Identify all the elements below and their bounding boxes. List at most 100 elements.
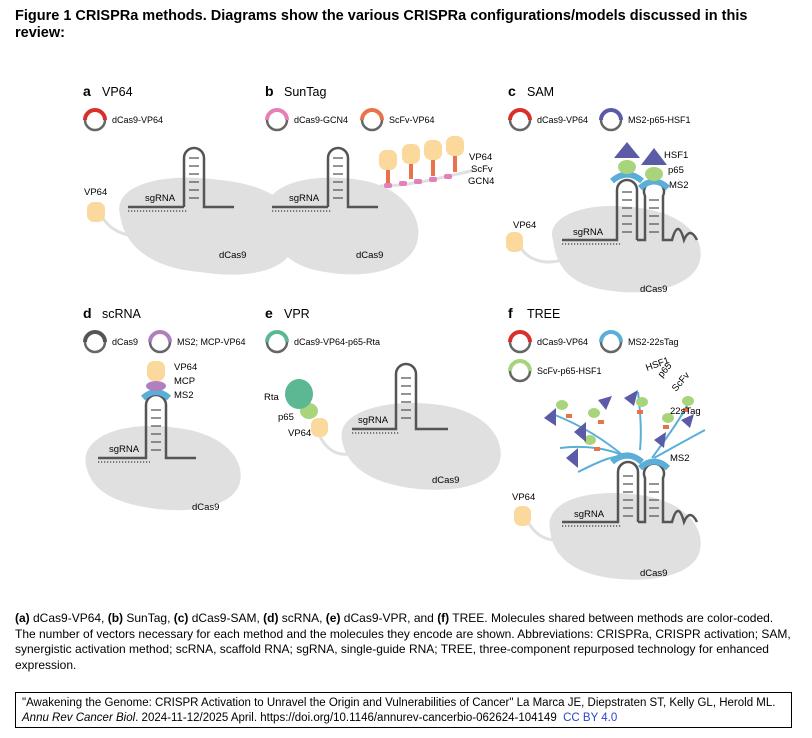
mcp-label: MCP xyxy=(174,376,195,387)
panel-c: c SAM dCas9-VP64 MS2-p65-HSF1 VP64 xyxy=(506,83,701,295)
dcas9-protein xyxy=(267,177,419,275)
caption-tag-c: (c) xyxy=(173,611,189,625)
p65-label: p65 xyxy=(278,412,294,423)
hsf1-label: HSF1 xyxy=(664,150,688,161)
linker xyxy=(525,519,571,542)
scfv-label: ScFv xyxy=(670,370,692,394)
panel-letter: f xyxy=(508,305,513,321)
gcn4-repeats xyxy=(384,174,452,188)
p65-label: p65 xyxy=(668,165,684,176)
dcas9-protein xyxy=(549,493,701,580)
vp64-label: VP64 xyxy=(288,428,311,439)
dcas9-label: dCas9 xyxy=(640,284,667,295)
legend-label: dCas9-VP64-p65-Rta xyxy=(294,337,380,347)
sgrna xyxy=(562,460,699,527)
caption-tag-e: (e) xyxy=(325,611,341,625)
dcas9-protein xyxy=(552,205,701,293)
rta-label: Rta xyxy=(264,392,280,403)
ms2-loop xyxy=(610,452,644,465)
panel-a: a VP64 dCas9-VP64 VP64 sgRNA dCas9 xyxy=(83,83,297,275)
legend-label: MS2-p65-HSF1 xyxy=(628,115,691,125)
caption-text: dCas9-VPR, and xyxy=(340,611,438,625)
caption-text: TREE. Molecules shared between methods a… xyxy=(15,611,791,672)
vp64-label: VP64 xyxy=(513,220,536,231)
citation-box: "Awakening the Genome: CRISPR Activation… xyxy=(15,692,792,728)
linker xyxy=(99,214,157,238)
dcas9-label: dCas9 xyxy=(219,250,246,261)
caption-text: scRNA, xyxy=(278,611,326,625)
vector-icon xyxy=(508,330,532,354)
panel-title: SAM xyxy=(527,85,554,99)
figure-caption: (a) dCas9-VP64, (b) SunTag, (c) dCas9-SA… xyxy=(15,611,795,673)
panel-b: b SunTag dCas9-GCN4 ScFv-VP64 VP64 ScFv … xyxy=(265,83,494,275)
vector-icon xyxy=(360,108,384,132)
caption-tag-b: (b) xyxy=(107,611,124,625)
doi-link[interactable]: https://doi.org/10.1146/annurev-cancerbi… xyxy=(260,712,557,724)
vector-icon xyxy=(508,359,532,383)
license-link[interactable]: CC BY 4.0 xyxy=(563,712,618,724)
caption-text: SunTag, xyxy=(123,611,174,625)
ms2-label: MS2 xyxy=(174,390,194,401)
dcas9-protein xyxy=(341,403,501,490)
citation-text: . 2024-11-12/2025 April. xyxy=(135,712,261,724)
sgrna xyxy=(272,146,378,212)
legend-label: dCas9-VP64 xyxy=(112,115,163,125)
sgrna-label: sgRNA xyxy=(573,227,604,238)
vp64-label: VP64 xyxy=(469,152,492,163)
panel-title: VPR xyxy=(284,307,310,321)
vector-icon xyxy=(508,108,532,132)
dcas9-label: dCas9 xyxy=(356,250,383,261)
caption-text: dCas9-VP64, xyxy=(29,611,108,625)
sgrna-label: sgRNA xyxy=(574,509,605,520)
panel-title: SunTag xyxy=(284,85,326,99)
sgrna-label: sgRNA xyxy=(358,415,389,426)
ms2-p65-hsf1-complex xyxy=(610,142,671,191)
vector-icon xyxy=(83,108,107,132)
dcas9-label: dCas9 xyxy=(192,502,219,513)
legend-label: MS2-22sTag xyxy=(628,337,679,347)
dcas9-protein xyxy=(85,425,241,511)
legend-label: ScFv-p65-HSF1 xyxy=(537,366,602,376)
gcn4-scaffold xyxy=(379,168,476,188)
legend-label: ScFv-VP64 xyxy=(389,115,435,125)
caption-tag-a: (a) xyxy=(15,611,30,625)
citation-journal: Annu Rev Cancer Biol xyxy=(22,712,136,724)
ms2-label: MS2 xyxy=(669,180,689,191)
panel-letter: a xyxy=(83,83,91,99)
crispra-diagram: a VP64 dCas9-VP64 VP64 sgRNA dCas9 b Sun… xyxy=(83,83,706,580)
caption-tag-d: (d) xyxy=(263,611,279,625)
panel-title: TREE xyxy=(527,307,560,321)
vector-icon xyxy=(265,330,289,354)
dcas9-protein xyxy=(119,177,297,275)
vector-icon xyxy=(599,108,623,132)
panel-letter: b xyxy=(265,83,274,99)
panel-letter: c xyxy=(508,83,516,99)
vp64-domain xyxy=(514,506,531,526)
vector-icon xyxy=(265,108,289,132)
legend-label: dCas9-GCN4 xyxy=(294,115,348,125)
scfv-label: ScFv xyxy=(471,164,493,175)
gcn4-label: GCN4 xyxy=(468,176,494,187)
panel-e: e VPR dCas9-VP64-p65-Rta Rta p65 VP64 sg… xyxy=(264,305,501,490)
citation-text: "Awakening the Genome: CRISPR Activation… xyxy=(22,697,776,709)
panel-title: VP64 xyxy=(102,85,133,99)
dcas9-label: dCas9 xyxy=(640,568,667,579)
22stag-label: 22sTag xyxy=(670,406,701,417)
caption-text: dCas9-SAM, xyxy=(188,611,264,625)
sgrna-label: sgRNA xyxy=(145,193,176,204)
panel-f: f TREE dCas9-VP64 MS2-22sTag ScFv-p65-HS… xyxy=(508,305,706,580)
panel-title: scRNA xyxy=(102,307,142,321)
scfv-p65-hsf1-units xyxy=(544,390,694,468)
legend-label: dCas9 xyxy=(112,337,138,347)
panel-letter: e xyxy=(265,305,273,321)
legend-label: MS2; MCP-VP64 xyxy=(177,337,246,347)
vector-icon xyxy=(148,330,172,354)
ms2-mcp-vp64-complex xyxy=(140,361,172,401)
vp64-label: VP64 xyxy=(512,492,535,503)
vp64-label: VP64 xyxy=(84,187,107,198)
vector-icon xyxy=(83,330,107,354)
sgrna-label: sgRNA xyxy=(289,193,320,204)
ms2-label: MS2 xyxy=(670,453,690,464)
panel-letter: d xyxy=(83,305,92,321)
vpr-fusion xyxy=(285,379,328,437)
